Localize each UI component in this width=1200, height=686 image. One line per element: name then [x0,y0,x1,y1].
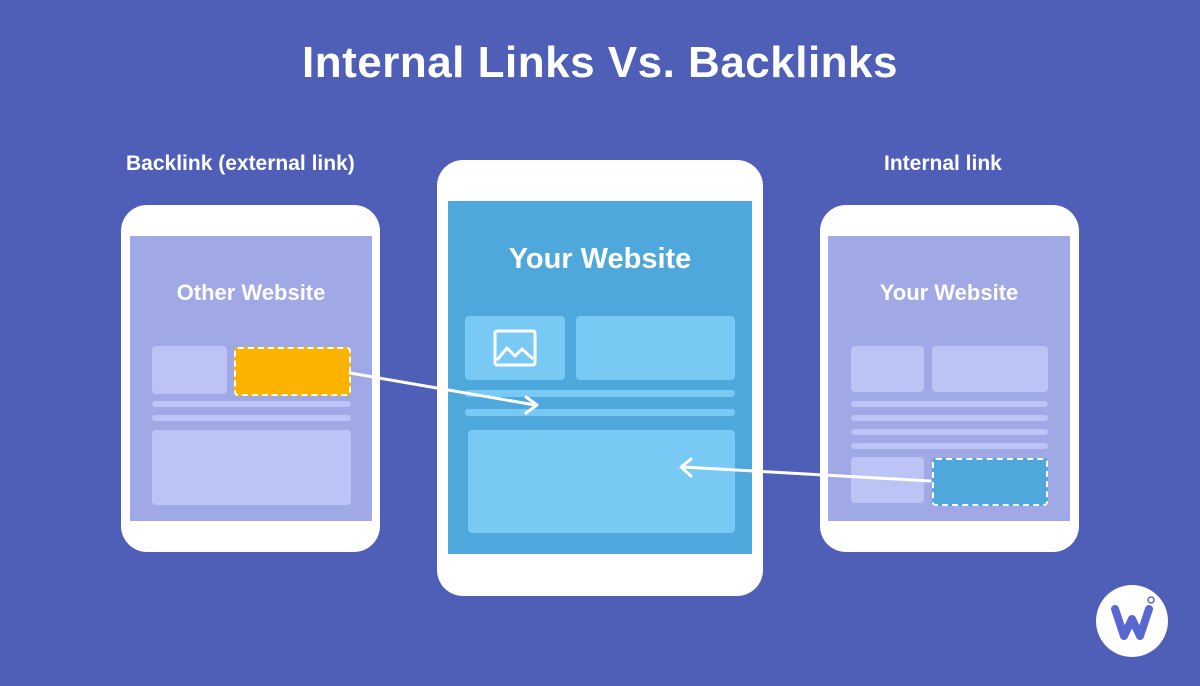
internal-link-label: Internal link [884,152,1002,175]
text-line [465,409,735,416]
content-block [152,430,351,505]
link-target-block [468,430,735,533]
text-line [152,415,351,421]
internal-website-screen: Your Website [828,236,1070,521]
diagram-title: Internal Links Vs. Backlinks [301,38,898,87]
content-block [932,346,1048,392]
content-block [152,346,227,394]
text-line [465,390,735,397]
other-website-title: Other Website [176,280,326,305]
w-logo-icon [1096,585,1168,657]
your-website-device: Your Website [437,160,763,596]
text-line [851,443,1048,449]
backlink-arrow [348,371,539,415]
image-block [465,316,565,380]
content-block [851,346,924,392]
internal-link-highlight[interactable] [932,458,1048,506]
text-line [851,415,1048,421]
other-website-device: Other Website [121,205,380,552]
backlink-label: Backlink (external link) [126,152,355,175]
text-line [851,429,1048,435]
content-block [576,316,735,380]
your-website-device-internal: Your Website [820,205,1079,552]
image-placeholder-icon [493,329,537,367]
other-website-screen: Other Website [130,236,372,521]
your-website-screen: Your Website [448,201,752,554]
text-line [152,401,351,407]
text-line [851,401,1048,407]
internal-link-arrow [679,457,932,483]
your-website-title: Your Website [508,243,692,275]
internal-website-title: Your Website [879,280,1019,305]
